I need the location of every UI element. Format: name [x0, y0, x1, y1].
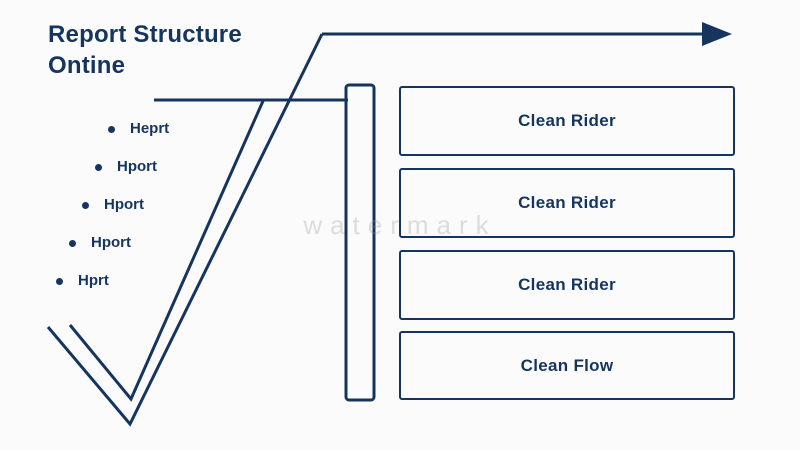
list-item: Hport: [60, 148, 280, 186]
bullet-dot-icon: [56, 278, 63, 285]
list-item-label: Heprt: [130, 120, 170, 137]
list-item: Hport: [60, 186, 280, 224]
list-item-label: Hprt: [78, 272, 109, 289]
list-item: Heprt: [60, 110, 280, 148]
card-1[interactable]: Clean Rider: [399, 86, 735, 156]
bullet-list: Heprt Hport Hport Hport Hprt: [56, 110, 280, 300]
checkmark-outline-left: [46, 33, 324, 427]
list-item: Hprt: [56, 262, 280, 300]
card-3[interactable]: Clean Rider: [399, 250, 735, 320]
card-2[interactable]: Clean Rider: [399, 168, 735, 238]
bullet-dot-icon: [108, 126, 115, 133]
page-title-line-1: Report Structure: [48, 21, 242, 48]
list-item: Hport: [60, 224, 280, 262]
vertical-bar: [344, 83, 376, 402]
bullet-dot-icon: [69, 240, 76, 247]
page-title-line-2: Ontine: [48, 51, 126, 79]
card-2-label: Clean Rider: [518, 193, 616, 212]
bullet-dot-icon: [95, 164, 102, 171]
card-4[interactable]: Clean Flow: [399, 331, 735, 400]
list-item-label: Hport: [117, 158, 157, 175]
list-item-label: Hport: [104, 196, 144, 213]
card-1-label: Clean Rider: [518, 111, 616, 130]
bullet-dot-icon: [82, 202, 89, 209]
page-title: Report Structure Ontine: [48, 20, 378, 81]
card-4-label: Clean Flow: [520, 355, 614, 375]
checkmark-outline-inner: [68, 100, 265, 402]
list-item-label: Hport: [91, 234, 131, 251]
card-3-label: Clean Rider: [518, 275, 616, 294]
